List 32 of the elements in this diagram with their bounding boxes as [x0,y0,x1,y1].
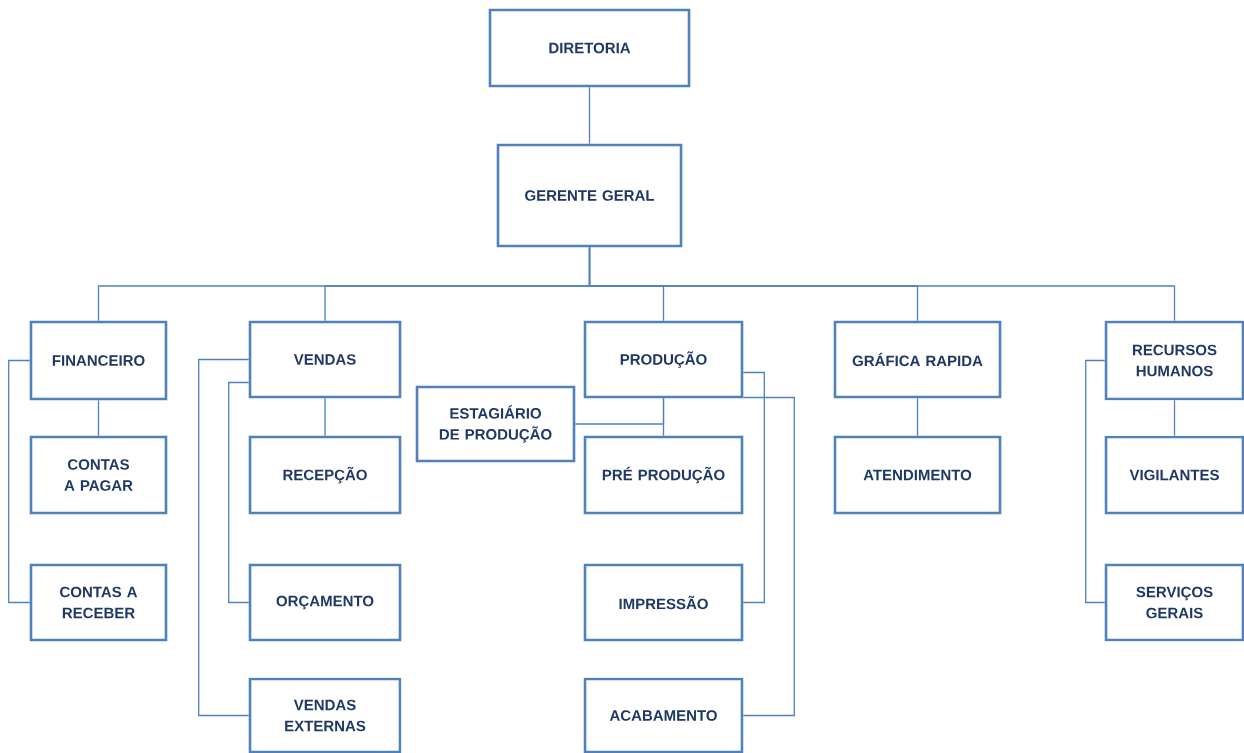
connector-line [324,397,326,437]
bracket-connector [228,381,250,604]
org-box: PRODUÇÃO [583,320,744,399]
bracket-connector [8,359,31,604]
connector-line [588,246,1176,322]
org-box: ESTAGIÁRIO DE PRODUÇÃO [415,385,576,463]
org-box: SERVIÇOS GERAIS [1104,563,1244,642]
org-box: RECURSOS HUMANOS [1104,320,1244,401]
org-box: GERENTE GERAL [496,143,683,248]
bracket-connector [198,358,250,717]
connector-line [662,397,665,437]
org-box: VIGILANTES [1104,435,1244,515]
connector-line [97,399,100,437]
org-box: DIRETORIA [488,8,691,88]
org-box: RECEPÇÃO [248,435,402,515]
bracket-connector [1085,359,1106,604]
org-box: CONTAS A PAGAR [29,435,168,515]
org-box: CONTAS A RECEBER [29,563,168,642]
bracket-connector [742,396,795,717]
connector-line [588,86,591,145]
org-box: VENDAS EXTERNAS [248,677,402,753]
org-box: VENDAS [248,320,402,399]
org-box: IMPRESSÃO [583,563,744,642]
bracket-connector [742,371,765,604]
connector-line [1173,399,1176,437]
org-box: ATENDIMENTO [833,435,1002,515]
org-box: FINANCEIRO [29,320,168,401]
org-box: ORÇAMENTO [248,563,402,642]
org-box: ACABAMENTO [583,677,744,753]
org-box: GRÁFICA RAPIDA [833,320,1002,399]
org-box: PRÉ PRODUÇÃO [583,435,744,515]
connector-line [916,397,919,437]
